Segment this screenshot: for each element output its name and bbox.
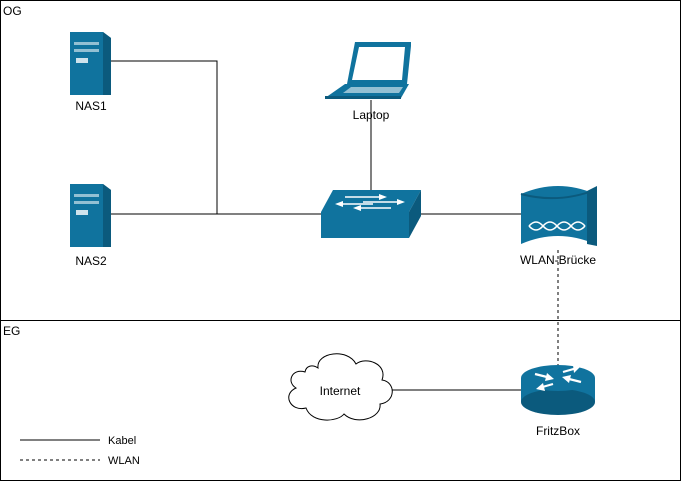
router-icon xyxy=(521,365,595,415)
nas2-server xyxy=(70,184,111,247)
legend-cable-label: Kabel xyxy=(108,435,136,447)
nas2-label: NAS2 xyxy=(75,254,107,268)
internet-cloud: Internet xyxy=(288,353,393,421)
internet-label: Internet xyxy=(320,384,361,398)
legend-wlan-label: WLAN xyxy=(108,455,140,467)
network-switch-icon xyxy=(321,190,421,238)
wireless-bridge-icon xyxy=(520,186,597,246)
network-switch xyxy=(321,190,421,238)
laptop-label: Laptop xyxy=(353,108,390,122)
server-tower-icon xyxy=(70,184,111,247)
cloud-icon xyxy=(288,353,393,421)
legend: Kabel WLAN xyxy=(20,435,140,467)
laptop-device xyxy=(325,42,411,99)
laptop-icon xyxy=(325,42,411,99)
zone-eg-label: EG xyxy=(3,324,20,338)
server-tower-icon xyxy=(70,32,111,95)
nas1-label: NAS1 xyxy=(75,99,107,113)
wlan-bridge xyxy=(520,186,597,246)
cable-nas1-switch xyxy=(111,60,218,214)
nas1-server xyxy=(70,32,111,95)
router-label: FritzBox xyxy=(536,424,580,438)
fritzbox-router xyxy=(521,365,595,415)
connections xyxy=(111,60,559,391)
bridge-label: WLAN-Brücke xyxy=(520,253,596,267)
zone-og-label: OG xyxy=(3,4,22,18)
zone-og xyxy=(0,0,681,321)
